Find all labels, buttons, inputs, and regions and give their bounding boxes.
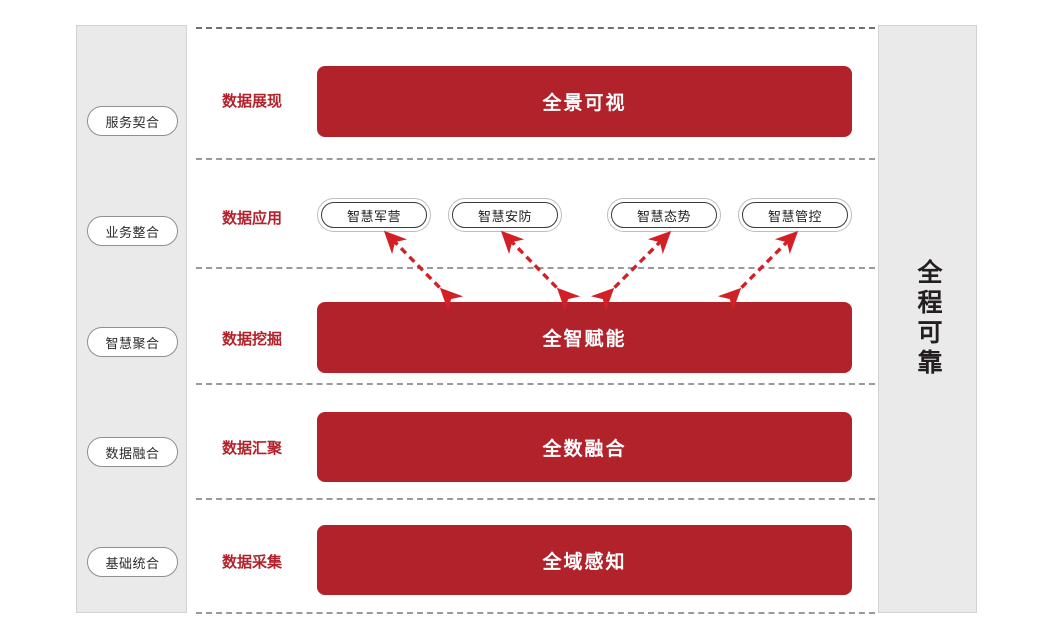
- red-bar-panoramic-visibility[interactable]: 全景可视: [317, 66, 852, 137]
- app-pill-smart-situation-label: 智慧态势: [636, 208, 691, 224]
- capability-stage-panel: 服务契合 业务整合 智慧聚合 数据融合 基础统合: [76, 25, 187, 613]
- reliability-panel: 全程可靠: [878, 25, 977, 613]
- app-pill-smart-situation[interactable]: 智慧态势: [607, 198, 721, 232]
- stage-pill-2[interactable]: 业务整合: [87, 216, 178, 246]
- stage-pill-3[interactable]: 智慧聚合: [87, 327, 178, 357]
- red-bar-panoramic-visibility-label: 全景可视: [542, 93, 627, 114]
- row-caption-data-aggregation: 数据汇聚: [221, 440, 282, 457]
- divider-bottom: [196, 612, 875, 614]
- app-pill-smart-control[interactable]: 智慧管控: [738, 198, 852, 232]
- stage-pill-4-label: 数据融合: [105, 445, 160, 461]
- divider-row-1: [196, 158, 875, 160]
- row-caption-data-presentation: 数据展现: [221, 93, 282, 110]
- red-bar-data-fusion-label: 全数融合: [542, 438, 627, 460]
- app-pill-smart-barracks-inner: 智慧军营: [321, 202, 427, 228]
- app-pill-smart-control-inner: 智慧管控: [742, 202, 848, 228]
- stage-pill-1-label: 服务契合: [105, 114, 160, 130]
- reliability-caption: 全程可靠: [879, 26, 976, 612]
- row-caption-data-mining: 数据挖掘: [221, 331, 282, 348]
- row-caption-data-collection: 数据采集: [221, 554, 282, 571]
- stage-pill-5-label: 基础统合: [105, 555, 160, 571]
- app-pill-smart-security[interactable]: 智慧安防: [448, 198, 562, 232]
- stage-pill-5[interactable]: 基础统合: [87, 547, 178, 577]
- app-pill-smart-security-label: 智慧安防: [477, 208, 532, 224]
- red-bar-global-perception[interactable]: 全域感知: [317, 525, 852, 595]
- app-pill-smart-barracks-label: 智慧军营: [346, 208, 401, 224]
- divider-row-2: [196, 267, 875, 269]
- red-bar-data-fusion[interactable]: 全数融合: [317, 412, 852, 482]
- divider-row-4: [196, 498, 875, 500]
- red-bar-global-perception-label: 全域感知: [542, 551, 627, 573]
- stage-pill-3-label: 智慧聚合: [105, 335, 160, 351]
- app-pill-smart-control-label: 智慧管控: [767, 208, 822, 224]
- red-bar-full-intelligence-label: 全智赋能: [542, 329, 627, 350]
- stage-pill-4[interactable]: 数据融合: [87, 437, 178, 467]
- app-pill-smart-situation-inner: 智慧态势: [611, 202, 717, 228]
- app-pill-smart-security-inner: 智慧安防: [452, 202, 558, 228]
- reliability-caption-label: 全程可靠: [914, 259, 942, 379]
- divider-top: [196, 27, 875, 29]
- app-pill-smart-barracks[interactable]: 智慧军营: [317, 198, 431, 232]
- stage-pill-2-label: 业务整合: [105, 224, 160, 240]
- red-bar-full-intelligence[interactable]: 全智赋能: [317, 302, 852, 373]
- stage-pill-1[interactable]: 服务契合: [87, 106, 178, 136]
- divider-row-3: [196, 383, 875, 385]
- row-caption-data-application: 数据应用: [221, 210, 282, 227]
